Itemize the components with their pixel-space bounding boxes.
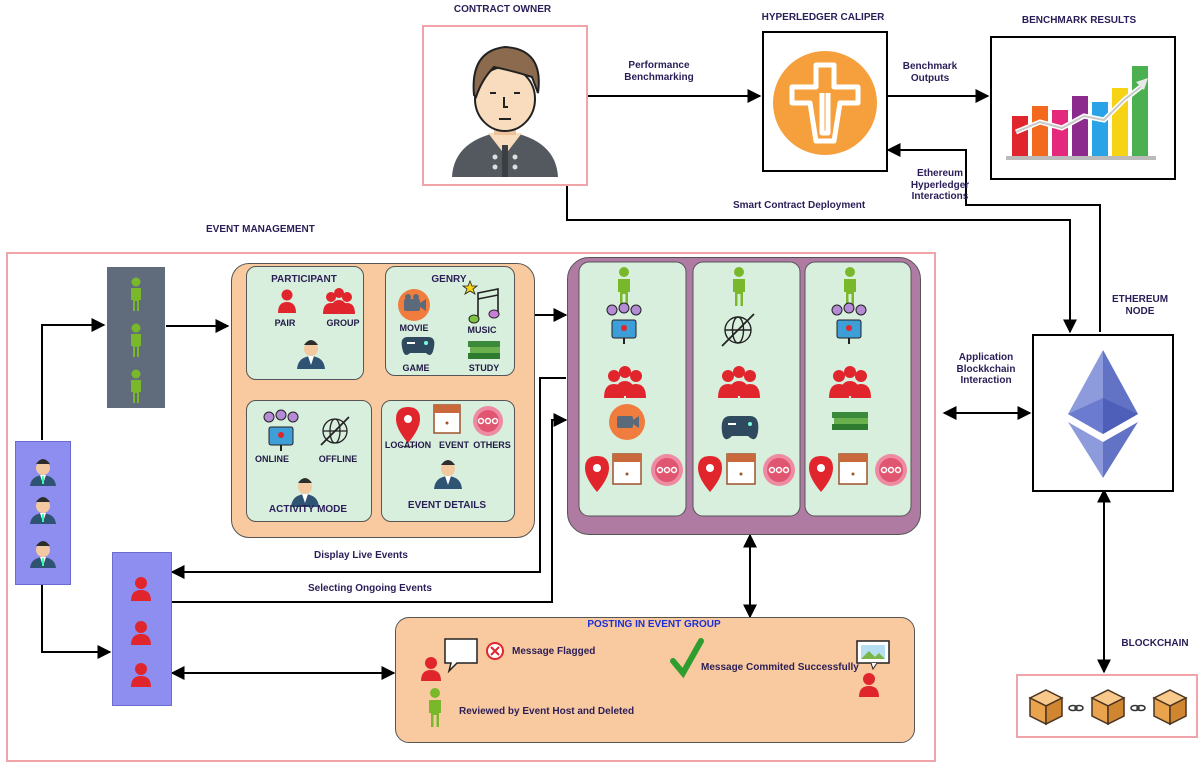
event-management-label: EVENT MANAGEMENT bbox=[206, 224, 315, 235]
block-chain-icon bbox=[1028, 689, 1187, 726]
caliper-label: HYPERLEDGER CALIPER bbox=[761, 12, 885, 23]
hyperledger-caliper-logo-icon bbox=[773, 51, 877, 155]
edge-users-to-members bbox=[41, 584, 112, 659]
ethereum-node-box bbox=[1032, 334, 1174, 492]
participant-queue-column bbox=[107, 267, 165, 408]
contract-owner-label: CONTRACT OWNER bbox=[453, 4, 552, 15]
event-management-box bbox=[6, 252, 936, 762]
activity-offline-label: OFFLINE bbox=[318, 454, 358, 464]
edge-label-deployment: Smart Contract Deployment bbox=[733, 200, 866, 211]
genry-panel bbox=[385, 266, 515, 376]
caliper-box bbox=[762, 31, 888, 172]
participant-panel bbox=[246, 266, 364, 380]
activity-online-label: ONLINE bbox=[254, 454, 289, 464]
message-flagged-label: Message Flagged bbox=[512, 646, 596, 657]
genry-icons bbox=[398, 279, 500, 359]
event-details-icons bbox=[396, 404, 503, 489]
edge-selecting bbox=[172, 413, 568, 603]
contract-owner-box bbox=[422, 25, 588, 186]
posting-title: POSTING IN EVENT GROUP bbox=[587, 619, 721, 630]
edge-users-to-participants bbox=[41, 318, 106, 440]
participant-icons bbox=[278, 288, 355, 369]
benchmark-results-box bbox=[990, 36, 1176, 180]
posting-icons bbox=[421, 638, 890, 727]
participant-pair-label: PAIR bbox=[274, 318, 296, 328]
edge-deployment bbox=[566, 184, 1077, 334]
benchmark-results-label: BENCHMARK RESULTS bbox=[1021, 15, 1137, 26]
edge-display-live bbox=[170, 377, 566, 579]
blockchain-box bbox=[1016, 674, 1198, 738]
blockchain-label: BLOCKCHAIN bbox=[1121, 638, 1189, 649]
genry-music-label: MUSIC bbox=[467, 325, 497, 335]
participant-group-label: GROUP bbox=[326, 318, 360, 328]
genry-title: GENRY bbox=[431, 274, 467, 285]
message-reviewed-label: Reviewed by Event Host and Deleted bbox=[459, 706, 635, 717]
activity-mode-icons bbox=[263, 409, 350, 507]
ethereum-logo-icon bbox=[1068, 350, 1138, 478]
participant-title: PARTICIPANT bbox=[271, 274, 337, 285]
users-column-icons bbox=[30, 459, 56, 568]
event-details-panel bbox=[381, 400, 515, 522]
contract-owner-avatar-icon bbox=[452, 45, 558, 177]
edge-label-display-live: Display Live Events bbox=[314, 550, 408, 561]
event-details-title: EVENT DETAILS bbox=[407, 500, 487, 511]
edge-interactions bbox=[886, 143, 1101, 332]
users-column bbox=[15, 441, 71, 585]
bar-chart-icon bbox=[1006, 66, 1156, 160]
activity-mode-panel bbox=[246, 400, 372, 522]
edge-label-selecting: Selecting Ongoing Events bbox=[308, 583, 432, 594]
posting-panel bbox=[395, 617, 915, 743]
members-column-icons bbox=[131, 577, 151, 687]
detail-event-label: EVENT bbox=[438, 440, 469, 450]
activity-mode-title: ACTIVITY MODE bbox=[268, 504, 348, 515]
genry-study-label: STUDY bbox=[468, 363, 500, 373]
members-column bbox=[112, 552, 172, 706]
message-committed-label: Message Commited Successfully bbox=[701, 662, 859, 673]
detail-others-label: OTHERS bbox=[473, 440, 511, 450]
participant-queue-icons bbox=[131, 277, 141, 403]
detail-location-label: LOCATION bbox=[384, 440, 432, 450]
genry-game-label: GAME bbox=[402, 363, 430, 373]
genry-movie-label: MOVIE bbox=[399, 323, 429, 333]
